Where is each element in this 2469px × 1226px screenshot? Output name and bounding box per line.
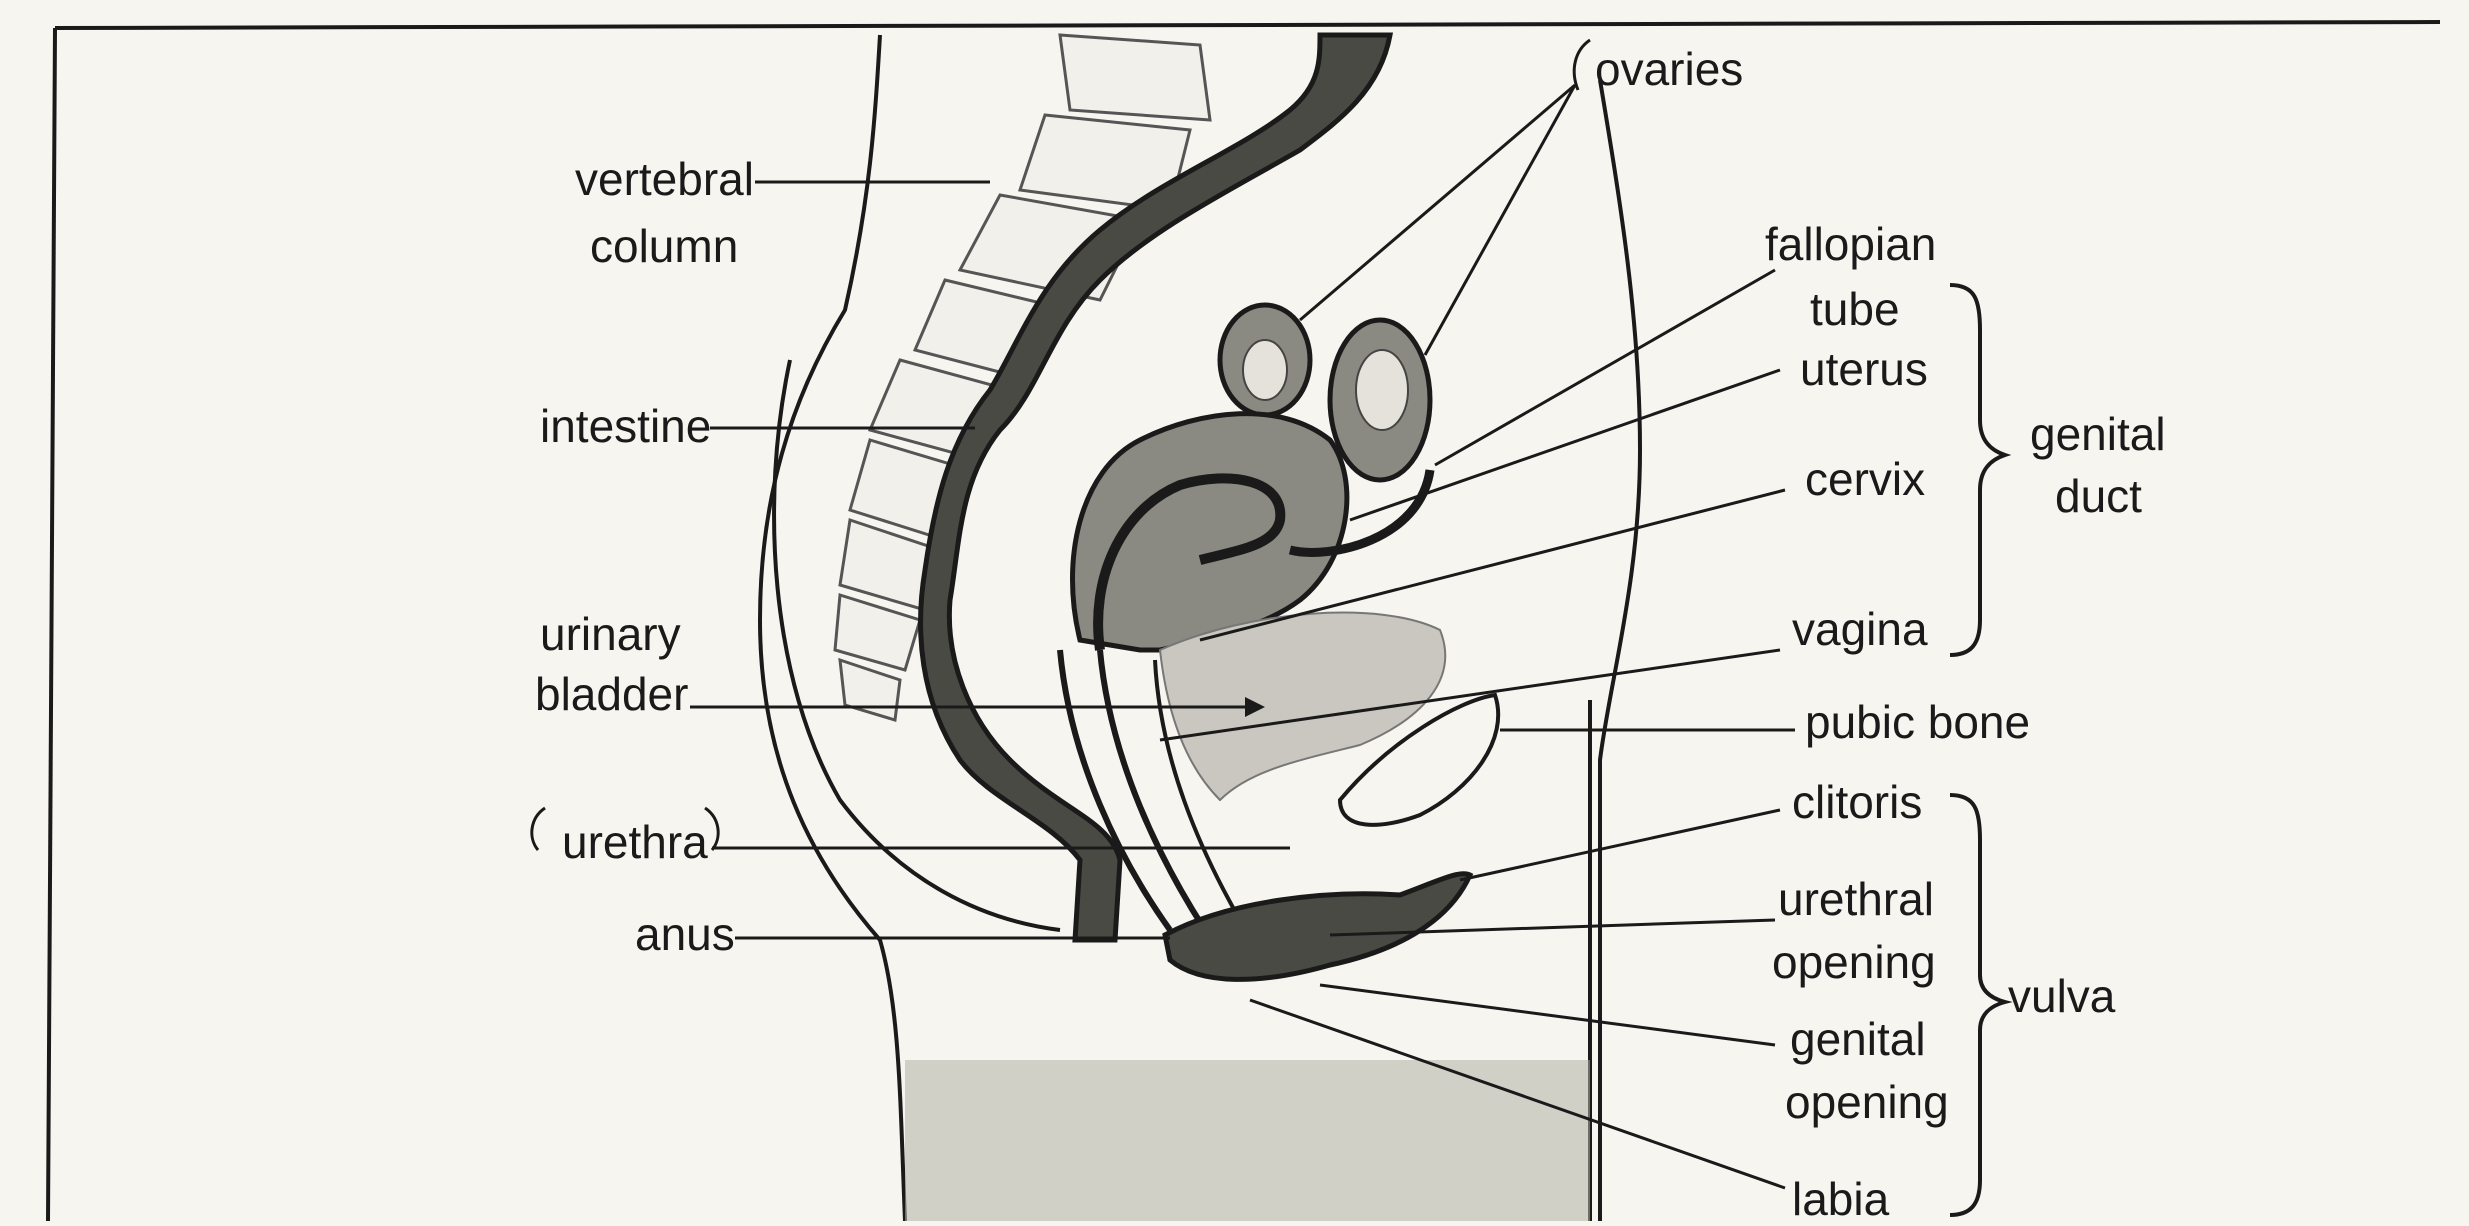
label-vertebral: vertebral bbox=[575, 153, 754, 205]
label-ovaries: ovaries bbox=[1595, 43, 1743, 95]
label-vagina: vagina bbox=[1792, 603, 1928, 655]
label-cervix: cervix bbox=[1805, 453, 1925, 505]
label-intestine: intestine bbox=[540, 400, 711, 452]
vulva-bracket bbox=[1950, 795, 2005, 1215]
label-pubic-bone: pubic bone bbox=[1805, 696, 2030, 748]
label-anus: anus bbox=[635, 908, 735, 960]
vulva-region bbox=[1165, 874, 1470, 980]
label-column: column bbox=[590, 220, 738, 272]
label-vulva: vulva bbox=[2008, 970, 2116, 1022]
label-labia: labia bbox=[1792, 1173, 1890, 1221]
label-bladder: bladder bbox=[535, 668, 688, 720]
label-tube: tube bbox=[1810, 283, 1900, 335]
inner-back-line bbox=[774, 360, 1060, 930]
label-genital: genital bbox=[1790, 1013, 1926, 1065]
genital-duct-bracket bbox=[1950, 285, 2005, 655]
label-fallopian: fallopian bbox=[1765, 218, 1936, 270]
ovaries-bracket bbox=[1574, 40, 1590, 90]
label-uterus: uterus bbox=[1800, 343, 1928, 395]
label-genital-duct-1: genital bbox=[2030, 408, 2166, 460]
label-genital-opening: opening bbox=[1785, 1076, 1949, 1128]
label-clitoris: clitoris bbox=[1792, 776, 1922, 828]
urethra-bracket bbox=[532, 808, 545, 850]
body-outline-front bbox=[1600, 80, 1640, 1221]
label-urethral: urethral bbox=[1778, 873, 1934, 925]
label-urethra: urethra bbox=[562, 816, 708, 868]
label-urethral-opening: opening bbox=[1772, 936, 1936, 988]
label-genital-duct-2: duct bbox=[2055, 470, 2142, 522]
label-urinary: urinary bbox=[540, 608, 681, 660]
